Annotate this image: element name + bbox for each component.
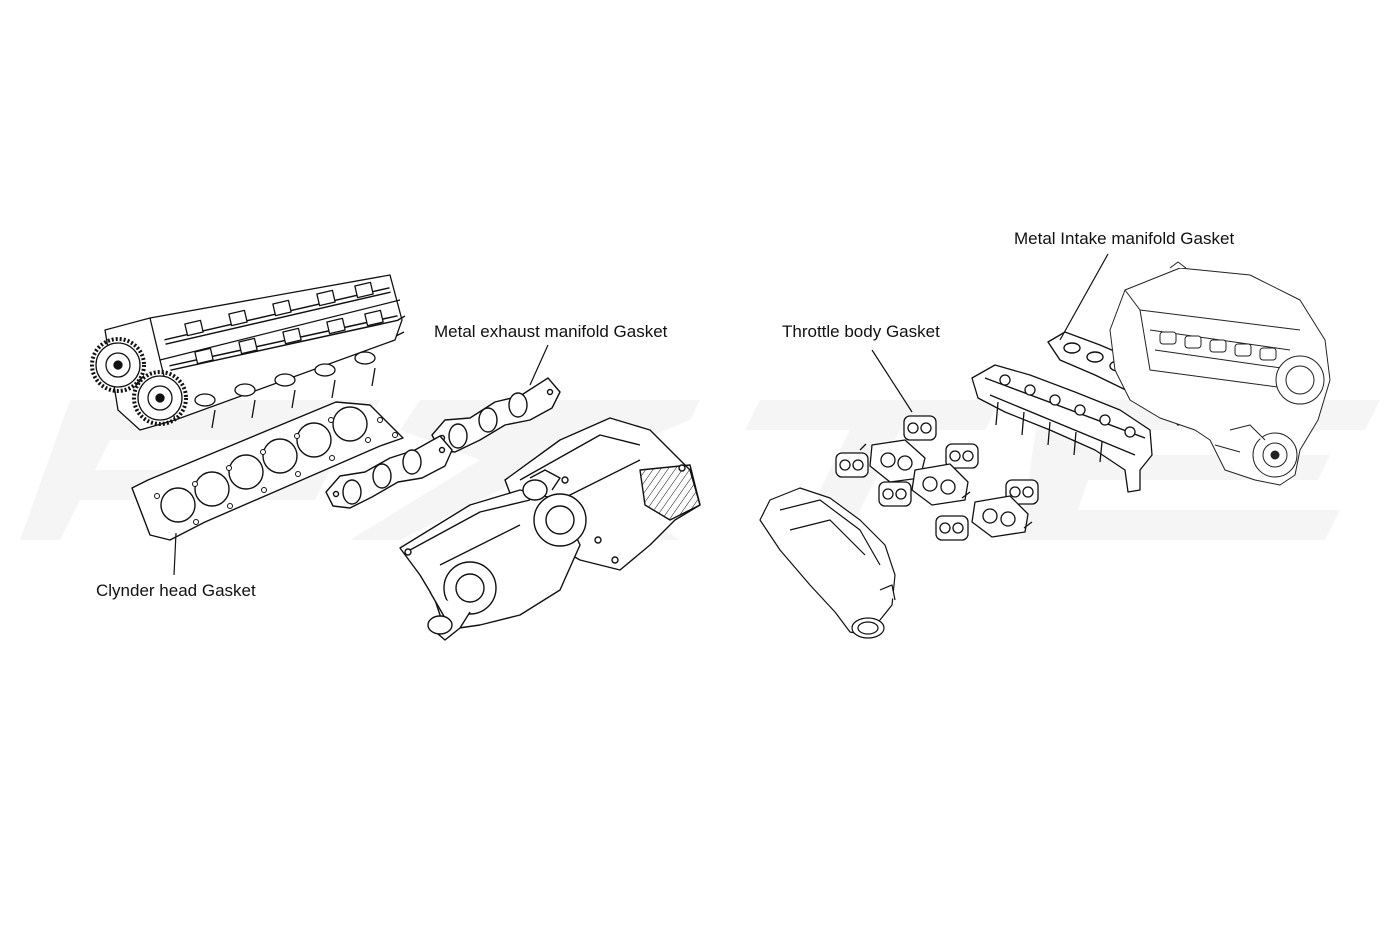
throttle-body-gasket-leader (871, 349, 913, 413)
engine-block-illustration (1109, 261, 1331, 486)
intake-plenum-illustration (759, 487, 896, 639)
cylinder-head-gasket-illustration (131, 401, 404, 541)
exhaust-manifold-gasket-label: Metal exhaust manifold Gasket (434, 322, 668, 341)
intake-runners-illustration (971, 364, 1153, 493)
exhaust-manifold-gasket-leader (529, 344, 549, 386)
cylinder-head-gasket-leader (173, 532, 177, 576)
throttle-body-gasket-label: Throttle body Gasket (782, 322, 940, 341)
turbo-manifold-illustration (399, 417, 701, 641)
cylinder-head-illustration (90, 274, 406, 431)
throttle-bodies-illustration (859, 439, 1033, 538)
intake-manifold-gasket-leader (1059, 253, 1109, 341)
exhaust-manifold-gasket-illustration (325, 377, 561, 509)
throttle-body-gaskets-illustration (835, 415, 1039, 541)
cylinder-head-gasket-label: Clynder head Gasket (96, 581, 256, 600)
intake-manifold-gasket-label: Metal Intake manifold Gasket (1014, 229, 1235, 248)
